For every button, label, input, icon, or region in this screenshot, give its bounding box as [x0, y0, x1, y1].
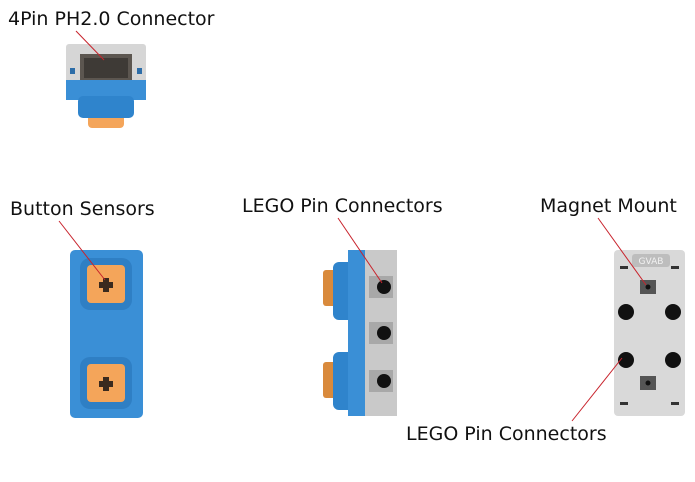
- lego-pin-hole: [618, 304, 634, 320]
- button-sensors-label: Button Sensors: [10, 198, 155, 220]
- back-marking: GVAB: [639, 257, 664, 267]
- lego-pin-hole: [377, 326, 391, 340]
- magnet-leader-line: [597, 217, 647, 286]
- connector-label: 4Pin PH2.0 Connector: [8, 8, 215, 30]
- buttons-leader-line: [58, 220, 106, 281]
- lego-pin-hole: [618, 352, 634, 368]
- lego-pin-hole: [377, 280, 391, 294]
- connector-leader-line: [75, 30, 105, 61]
- lego-pin-back-label: LEGO Pin Connectors: [406, 423, 607, 445]
- magnet-mount-label: Magnet Mount: [540, 195, 677, 217]
- back-gray-body: [614, 250, 685, 416]
- plus-cross-icon: [99, 278, 113, 292]
- lego-side-leader-line: [337, 217, 383, 284]
- connector-view: [66, 44, 146, 128]
- lego-pin-hole: [665, 352, 681, 368]
- leader-lines: [58, 30, 647, 422]
- lego-pin-hole: [665, 304, 681, 320]
- back-view: GVAB: [614, 250, 685, 416]
- connector-blue-body: [66, 80, 146, 100]
- side-view: [323, 250, 397, 416]
- plus-cross-icon: [99, 377, 113, 391]
- button-sensors-view: [70, 250, 143, 418]
- lego-pin-side-label: LEGO Pin Connectors: [242, 195, 443, 217]
- lego-back-leader-line: [571, 357, 623, 422]
- lego-pin-hole: [377, 374, 391, 388]
